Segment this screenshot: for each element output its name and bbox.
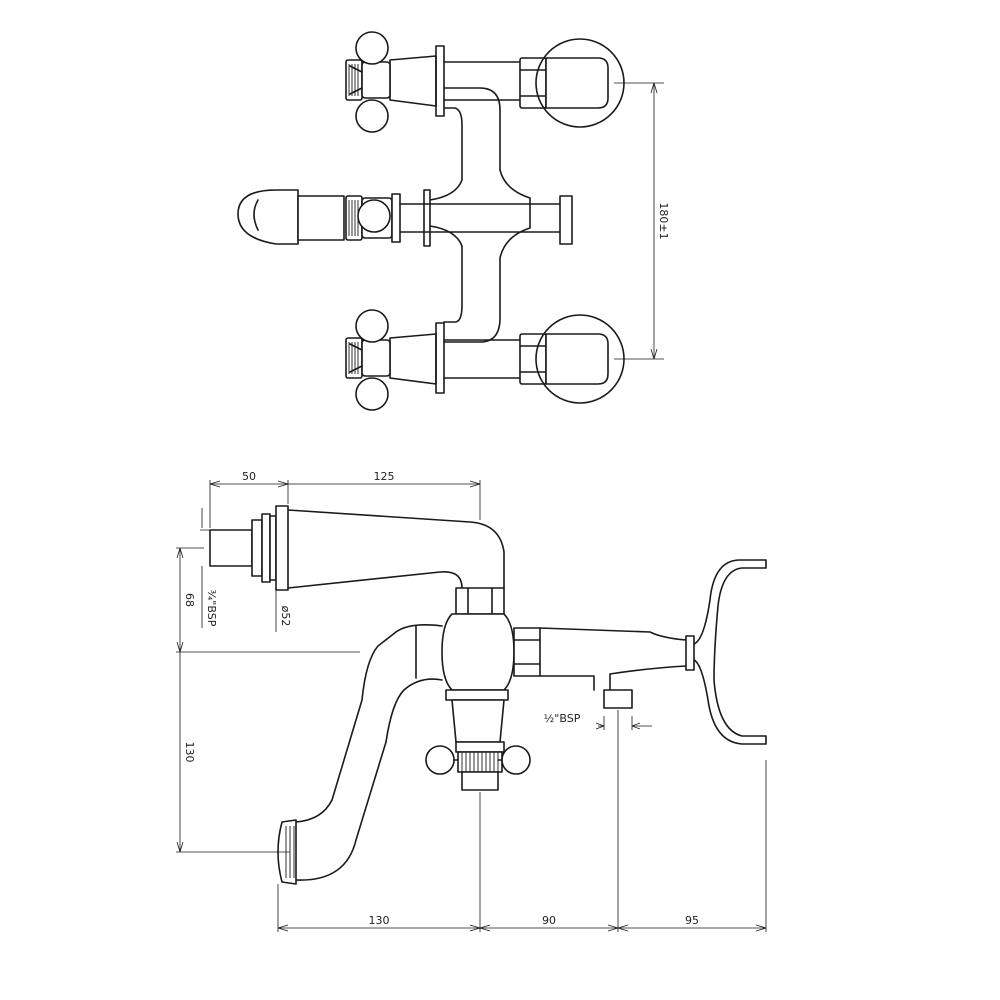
side-ring bbox=[693, 559, 767, 745]
dim-spout-reach-label: 125 bbox=[374, 470, 395, 483]
side-upper-nut bbox=[455, 587, 505, 615]
dim-depth-130-label: 130 bbox=[183, 742, 196, 763]
dim-bottom-95-label: 95 bbox=[685, 914, 699, 927]
dim-depth-68: 68 bbox=[176, 547, 360, 653]
top-handle-upper bbox=[345, 31, 391, 133]
dim-flange-diameter: ø52 bbox=[275, 590, 292, 632]
side-view: 50 125 ¾"BSP ø52 68 130 bbox=[176, 470, 767, 932]
top-view: 180±1 bbox=[237, 31, 670, 411]
top-body-inner bbox=[429, 107, 463, 323]
dim-inlet-length-label: 50 bbox=[242, 470, 256, 483]
top-body bbox=[443, 87, 531, 343]
dim-spout-reach: 125 bbox=[288, 470, 481, 520]
side-spout-arm bbox=[287, 509, 505, 589]
dim-top-height-label: 180±1 bbox=[657, 202, 670, 239]
dim-flange-diameter-label: ø52 bbox=[279, 606, 292, 627]
dim-top-height: 180±1 bbox=[614, 82, 670, 360]
dim-bottom-130-label: 130 bbox=[369, 914, 390, 927]
side-handset bbox=[277, 624, 443, 885]
top-handle-lower bbox=[345, 309, 391, 411]
dim-depth-130: 130 bbox=[176, 652, 290, 853]
dim-depth-68-label: 68 bbox=[183, 593, 196, 607]
top-upper-arm bbox=[389, 38, 625, 128]
dim-bottom-90-label: 90 bbox=[542, 914, 556, 927]
dim-bottom: 130 90 95 bbox=[277, 710, 767, 932]
side-inlet bbox=[209, 505, 289, 591]
side-lower-handle bbox=[425, 689, 531, 791]
side-valve-body bbox=[441, 613, 515, 691]
dim-thread-outlet-label: ½"BSP bbox=[544, 712, 581, 725]
dim-thread-outlet: ½"BSP bbox=[544, 712, 652, 730]
side-pipe bbox=[513, 627, 695, 709]
top-lower-arm bbox=[389, 314, 625, 404]
top-handle-middle bbox=[237, 189, 573, 247]
dim-thread-inlet-label: ¾"BSP bbox=[205, 590, 218, 627]
dim-thread-inlet: ¾"BSP bbox=[200, 508, 218, 628]
